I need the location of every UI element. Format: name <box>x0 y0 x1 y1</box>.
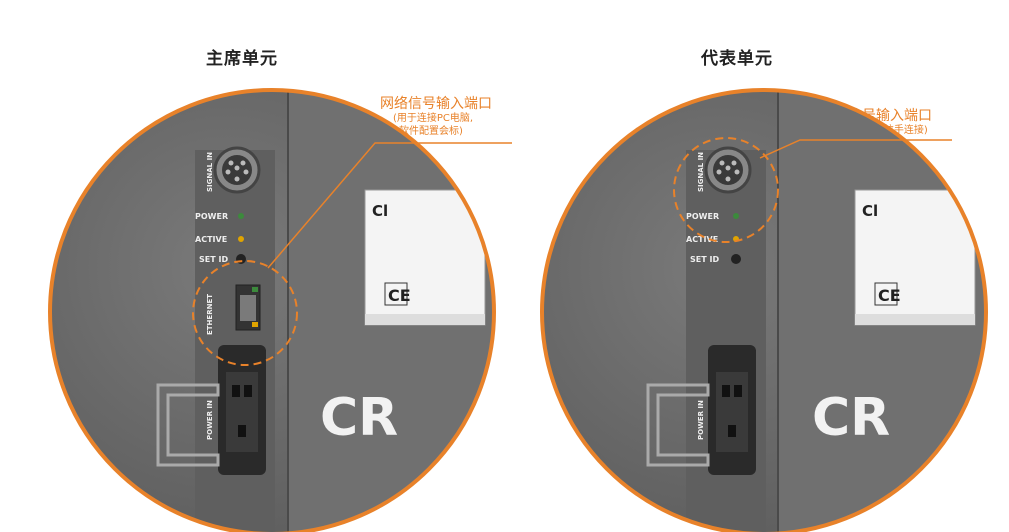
right-signal-in-label: SIGNAL IN <box>697 152 705 192</box>
left-callout-title: 网络信号输入端口 <box>380 96 492 112</box>
left-unit-title: 主席单元 <box>206 49 278 69</box>
right-device-circle: CE <box>540 88 988 532</box>
right-callout-highlight <box>673 137 779 243</box>
left-power-led-label: POWER <box>195 212 228 221</box>
left-callout-sub-1: (用于连接PC电脑, <box>393 113 474 124</box>
left-signal-in-label: SIGNAL IN <box>206 152 214 192</box>
right-callout-leader <box>759 139 952 159</box>
left-labels: SIGNAL IN POWER ACTIVE SET ID ETHERNET P… <box>195 152 398 448</box>
left-set-id-label: SET ID <box>199 255 228 264</box>
left-ethernet-label: ETHERNET <box>206 294 214 335</box>
left-callout-highlight <box>192 260 298 366</box>
right-power-led-label: POWER <box>686 212 719 221</box>
right-unit-title: 代表单元 <box>701 49 773 69</box>
right-set-id-label: SET ID <box>690 255 719 264</box>
svg-text:CE: CE <box>388 286 411 305</box>
svg-text:CE: CE <box>878 286 901 305</box>
left-callout-sub-2: 软件配置会标) <box>399 126 463 137</box>
right-power-in-label: POWER IN <box>697 400 705 440</box>
left-callout-leader <box>267 142 512 269</box>
left-active-led-label: ACTIVE <box>195 235 227 244</box>
right-brand-text: CR <box>812 388 890 448</box>
right-labels: SIGNAL IN POWER ACTIVE SET ID POWER IN C… <box>686 152 890 448</box>
left-brand-top-text: Cl <box>372 202 388 220</box>
left-device-circle: CE <box>48 88 496 532</box>
left-brand-text: CR <box>320 388 398 448</box>
right-active-led-label: ACTIVE <box>686 235 718 244</box>
right-brand-top-text: Cl <box>862 202 878 220</box>
left-power-in-label: POWER IN <box>206 400 214 440</box>
